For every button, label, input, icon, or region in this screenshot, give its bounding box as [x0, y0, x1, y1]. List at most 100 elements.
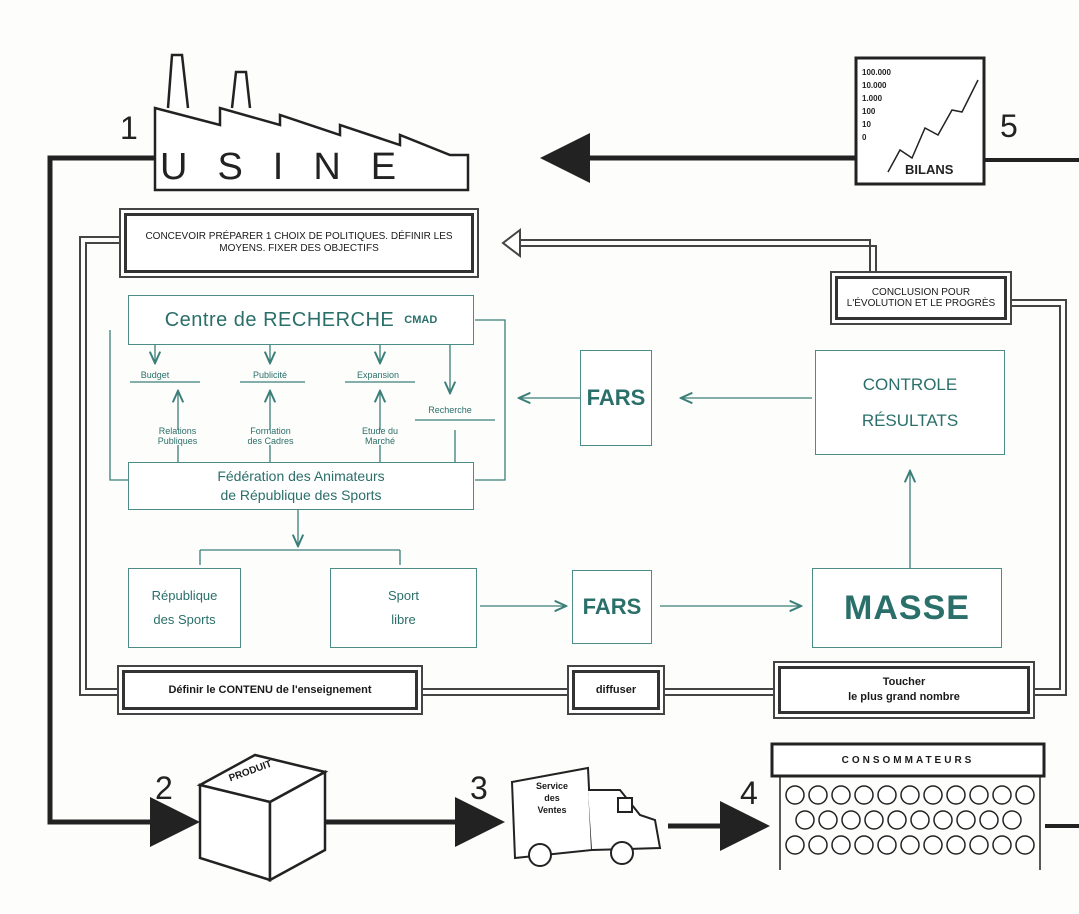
masse-label: MASSE	[844, 588, 970, 627]
step-2: 2	[155, 770, 173, 806]
crowd-face	[808, 835, 828, 855]
consommateurs-label: CONSOMMATEURS	[841, 754, 975, 766]
step-4: 4	[740, 775, 758, 811]
product-box-icon	[196, 753, 329, 883]
crowd-face	[900, 835, 920, 855]
crowd-face	[818, 810, 838, 830]
republique-line2: des Sports	[153, 612, 216, 627]
republique-box: République des Sports	[128, 568, 241, 648]
crowd-face	[831, 835, 851, 855]
etude-marche-label: Etude du Marché	[361, 426, 399, 446]
conclusion-text: CONCLUSION POUR L'ÉVOLUTION ET LE PROGRÈ…	[846, 287, 996, 309]
publicite-label: Publicité	[252, 370, 288, 380]
controle-line1: CONTROLE	[862, 374, 958, 394]
toucher-line2: le plus grand nombre	[848, 691, 960, 703]
crowd-icon	[770, 742, 1046, 870]
crowd-face	[785, 835, 805, 855]
toucher-line1: Toucher	[882, 676, 926, 688]
crowd-face	[808, 785, 828, 805]
step-5: 5	[1000, 108, 1018, 144]
crowd-face	[841, 810, 861, 830]
crowd-faces	[785, 785, 1035, 855]
crowd-face	[956, 810, 976, 830]
fars-box-top: FARS	[580, 350, 652, 446]
scale-10000: 10.000	[862, 81, 887, 90]
crowd-face	[969, 785, 989, 805]
fars-box-bottom: FARS	[572, 570, 652, 644]
cmad-tag: CMAD	[404, 314, 438, 326]
concevoir-box: CONCEVOIR PRÉPARER 1 CHOIX DE POLITIQUES…	[124, 213, 474, 273]
crowd-face	[877, 835, 897, 855]
service-line1: Service	[535, 781, 569, 791]
crowd-face	[887, 810, 907, 830]
centre-recherche-box: Centre de RECHERCHE CMAD	[128, 295, 474, 345]
conclusion-box: CONCLUSION POUR L'ÉVOLUTION ET LE PROGRÈ…	[835, 276, 1007, 320]
fars-bottom-label: FARS	[582, 594, 642, 619]
crowd-face	[1015, 785, 1035, 805]
sport-libre-box: Sport libre	[330, 568, 477, 648]
crowd-face	[864, 810, 884, 830]
controle-line2: RÉSULTATS	[861, 410, 959, 430]
scale-0: 0	[862, 133, 867, 142]
controle-box: CONTROLE RÉSULTATS	[815, 350, 1005, 455]
relations-publiques-label: Relations Publiques	[157, 426, 198, 446]
factory-icon	[153, 53, 470, 192]
crowd-face	[1015, 835, 1035, 855]
recherche-label: Recherche	[428, 405, 472, 415]
bilans-label: BILANS	[905, 162, 954, 177]
crowd-face	[969, 835, 989, 855]
scale-10: 10	[862, 120, 871, 129]
concevoir-text: CONCEVOIR PRÉPARER 1 CHOIX DE POLITIQUES…	[145, 231, 453, 254]
outer-loop	[47, 133, 1079, 851]
definir-text: Définir le CONTENU de l'enseignement	[168, 684, 372, 696]
sport-line2: libre	[391, 612, 416, 627]
formation-cadres-label: Formation des Cadres	[247, 426, 294, 446]
crowd-face	[795, 810, 815, 830]
crowd-face	[992, 785, 1012, 805]
republique-line1: République	[151, 588, 218, 603]
teal-arrows	[109, 319, 910, 606]
fars-top-label: FARS	[586, 385, 646, 410]
sport-line1: Sport	[387, 588, 420, 603]
diffuser-box: diffuser	[572, 670, 660, 710]
crowd-face	[831, 785, 851, 805]
federation-line2: de République des Sports	[220, 487, 382, 503]
crowd-face	[979, 810, 999, 830]
step-1: 1	[120, 110, 138, 146]
expansion-label: Expansion	[356, 370, 400, 380]
service-label: Service des Ventes	[524, 780, 580, 816]
federation-box: Fédération des Animateurs de République …	[128, 462, 474, 510]
scale-100: 100	[862, 107, 876, 116]
service-line2: des	[544, 793, 560, 803]
bilans-chart-icon	[854, 56, 986, 186]
toucher-box: Toucher le plus grand nombre	[778, 666, 1030, 714]
scale-1000: 1.000	[862, 94, 883, 103]
usine-label: USINE	[160, 146, 427, 188]
crowd-face	[900, 785, 920, 805]
crowd-face	[877, 785, 897, 805]
crowd-face	[992, 835, 1012, 855]
crowd-face	[854, 835, 874, 855]
definir-box: Définir le CONTENU de l'enseignement	[122, 670, 418, 710]
crowd-face	[785, 785, 805, 805]
federation-line1: Fédération des Animateurs	[217, 468, 385, 484]
diffuser-text: diffuser	[595, 684, 637, 696]
crowd-face	[946, 835, 966, 855]
crowd-face	[1002, 810, 1022, 830]
van-icon	[510, 766, 662, 867]
step-3: 3	[470, 770, 488, 806]
inner-loop	[79, 227, 1067, 696]
crowd-face	[933, 810, 953, 830]
crowd-face	[923, 835, 943, 855]
centre-recherche-label: Centre de RECHERCHE	[164, 308, 395, 331]
bilans-scale: 100.000 10.000 1.000 100 10 0	[862, 66, 891, 144]
crowd-face	[946, 785, 966, 805]
crowd-face	[854, 785, 874, 805]
scale-100000: 100.000	[862, 68, 891, 77]
crowd-face	[923, 785, 943, 805]
crowd-face	[910, 810, 930, 830]
budget-label: Budget	[140, 370, 170, 380]
service-line3: Ventes	[537, 805, 567, 815]
masse-box: MASSE	[812, 568, 1002, 648]
